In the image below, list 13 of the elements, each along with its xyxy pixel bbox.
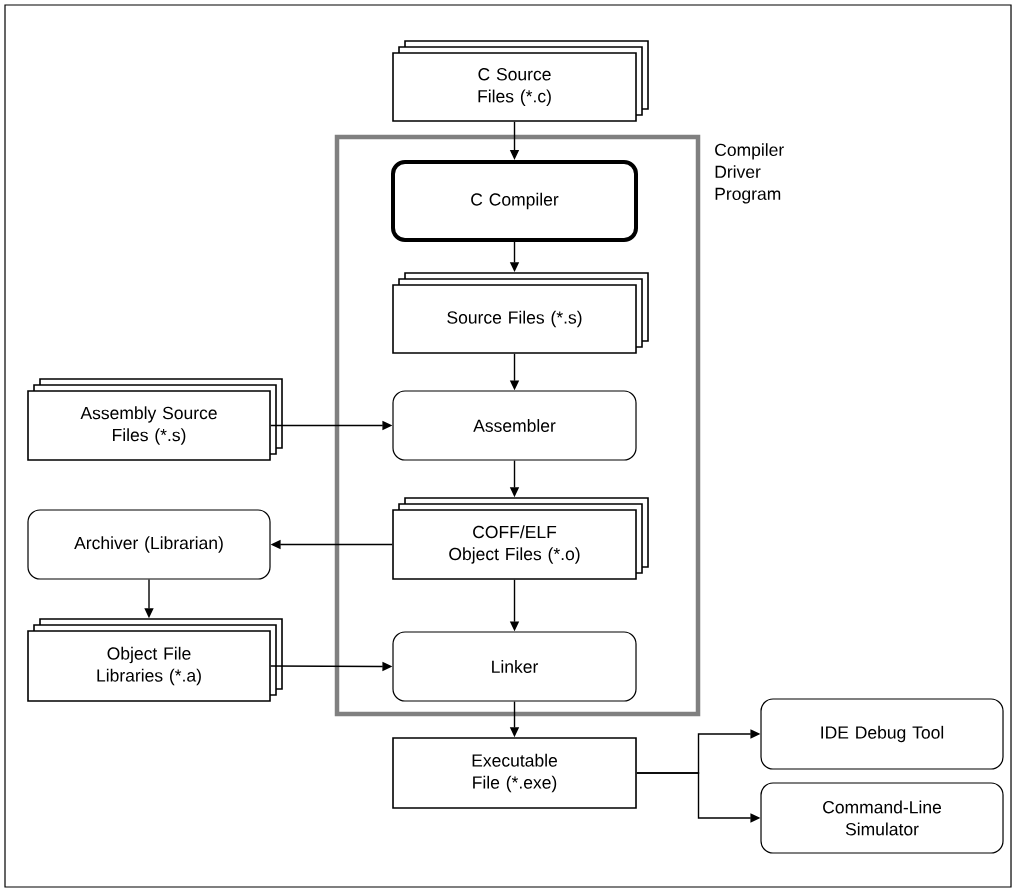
stacked-file-box: Source Files (*.s) <box>392 272 649 354</box>
process-box: IDE Debug Tool <box>760 698 1004 770</box>
file-box: Executable File (*.exe) <box>392 737 637 809</box>
stacked-file-box: COFF/ELF Object Files (*.o) <box>392 497 649 580</box>
stacked-file-box: Assembly Source Files (*.s) <box>27 378 283 461</box>
process-box: Command-Line Simulator <box>760 782 1004 854</box>
stacked-file-box: Object File Libraries (*.a) <box>27 618 283 702</box>
process-box: Archiver (Librarian) <box>27 509 271 580</box>
stacked-file-box: C Source Files (*.c) <box>392 40 649 122</box>
process-box: C Compiler <box>391 160 638 242</box>
node-label: Compiler Driver Program <box>715 143 784 204</box>
process-box: Assembler <box>392 390 637 461</box>
process-box: Linker <box>392 631 637 702</box>
